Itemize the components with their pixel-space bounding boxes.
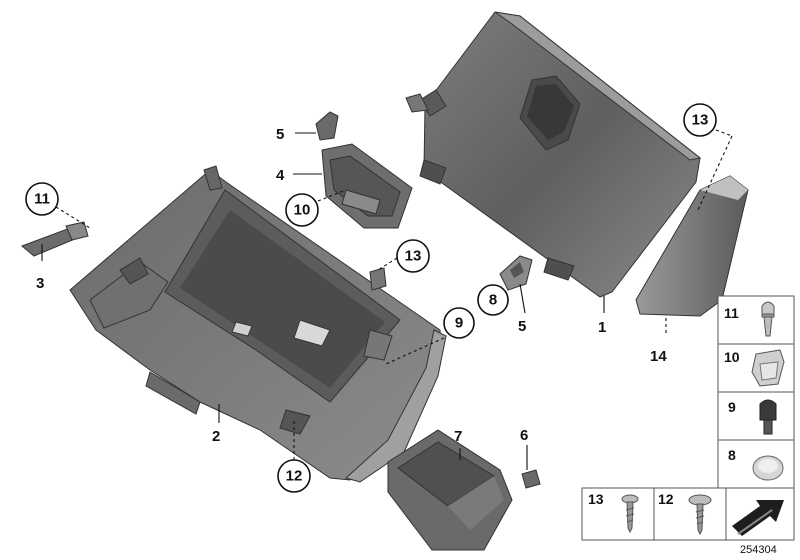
screw-13-icon xyxy=(621,494,639,534)
svg-text:10: 10 xyxy=(294,202,311,219)
svg-text:13: 13 xyxy=(588,491,604,507)
legend-cell-9 xyxy=(717,391,795,441)
callout-1: 1 xyxy=(598,319,606,336)
svg-text:12: 12 xyxy=(286,468,303,485)
callout-4: 4 xyxy=(276,167,285,184)
storage-tray-part xyxy=(387,429,513,551)
svg-text:13: 13 xyxy=(405,248,422,265)
svg-text:9: 9 xyxy=(728,399,736,415)
legend-cell-12 xyxy=(653,487,727,541)
rubber-buffer-icon xyxy=(759,399,777,435)
callout-13-circled-upper: 13 xyxy=(683,103,717,137)
damper-part xyxy=(21,221,89,257)
small-parts-legend: 11 10 9 8 13 xyxy=(581,295,795,541)
push-rivet-icon xyxy=(761,301,775,337)
reference-number: 254304 xyxy=(740,544,777,556)
plug-cap-icon xyxy=(752,455,784,481)
trim-strip-part xyxy=(635,175,749,317)
callouts: 1 2 3 4 5 5 6 7 14 8 9 10 11 12 13 xyxy=(25,103,717,493)
callout-7: 7 xyxy=(454,428,462,445)
callout-5-middle: 5 xyxy=(518,318,526,335)
svg-text:8: 8 xyxy=(728,447,736,463)
svg-text:13: 13 xyxy=(692,112,709,129)
callout-3: 3 xyxy=(36,275,44,292)
callout-9-circled: 9 xyxy=(443,307,475,339)
svg-text:8: 8 xyxy=(489,292,497,309)
clip-part-upper xyxy=(315,111,339,141)
callout-10-circled: 10 xyxy=(285,193,319,227)
glovebox-housing-part xyxy=(69,165,447,483)
latch-bracket-part xyxy=(321,143,413,229)
callout-13-circled-middle: 13 xyxy=(396,239,430,273)
callout-5-upper: 5 xyxy=(276,126,284,143)
callout-12-circled: 12 xyxy=(277,459,311,493)
callout-11-circled: 11 xyxy=(25,182,59,216)
clip-part-6 xyxy=(521,469,541,489)
callout-8-circled: 8 xyxy=(477,284,509,316)
legend-cell-11 xyxy=(717,295,795,345)
callout-6: 6 xyxy=(520,427,528,444)
arrow-icon xyxy=(732,500,784,536)
svg-text:9: 9 xyxy=(455,315,463,332)
svg-text:10: 10 xyxy=(724,349,740,365)
glovebox-lid-part xyxy=(405,11,702,298)
clip-nut-icon xyxy=(751,349,785,387)
callout-14: 14 xyxy=(650,348,667,365)
screw-12-icon xyxy=(688,494,712,536)
svg-text:12: 12 xyxy=(658,491,674,507)
callout-2: 2 xyxy=(212,428,220,445)
screw-part-middle xyxy=(369,267,387,291)
leader-lines xyxy=(41,129,733,470)
svg-text:11: 11 xyxy=(724,305,739,321)
buffer-bracket-part xyxy=(499,255,533,291)
svg-text:11: 11 xyxy=(34,191,50,208)
legend-cell-arrow xyxy=(725,487,795,541)
